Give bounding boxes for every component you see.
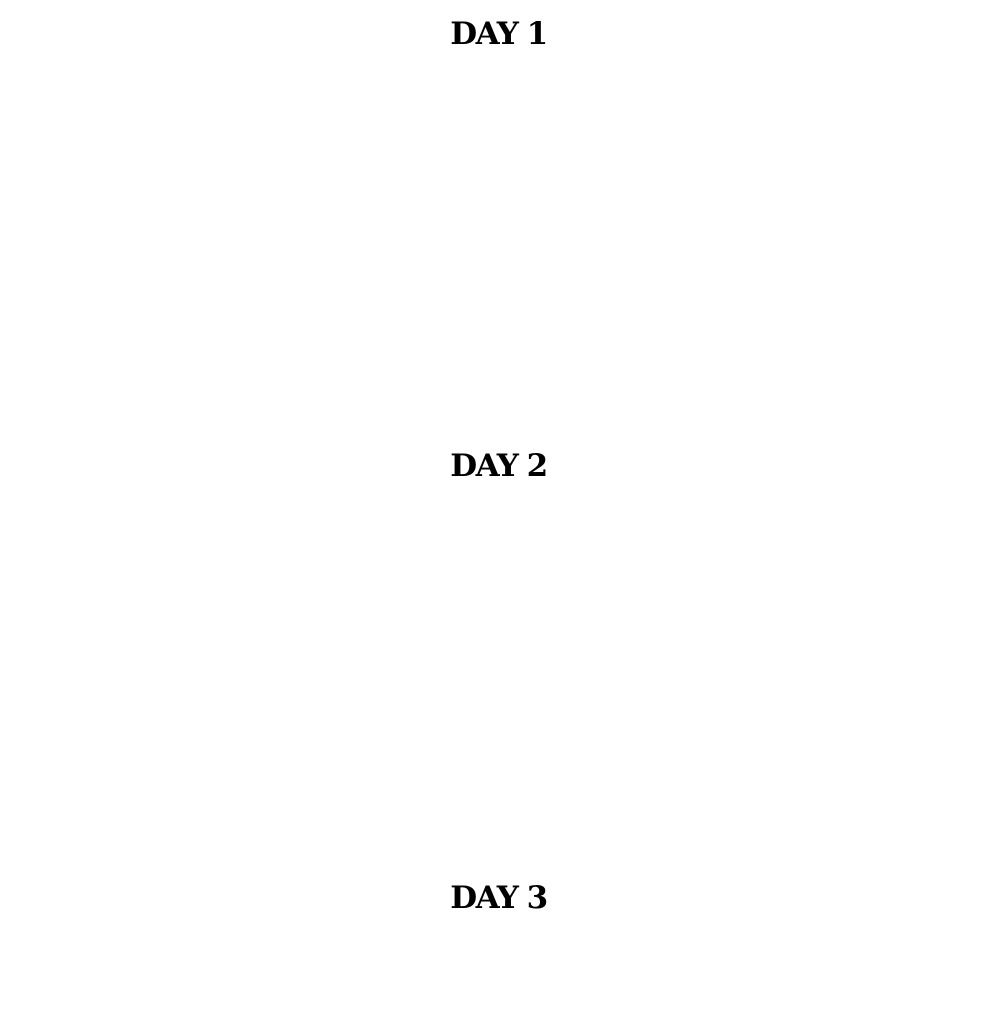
day-1-heading: DAY 1: [450, 16, 548, 52]
day-3-heading: DAY 3: [450, 880, 548, 916]
day-2-section: DAY 2: [0, 432, 997, 864]
day-2-heading: DAY 2: [450, 448, 548, 484]
day-3-content: [0, 928, 997, 1016]
day-1-section: DAY 1: [0, 0, 997, 432]
day-1-content: [0, 64, 997, 432]
day-3-section: DAY 3: [0, 864, 997, 1016]
day-2-content: [0, 496, 997, 864]
